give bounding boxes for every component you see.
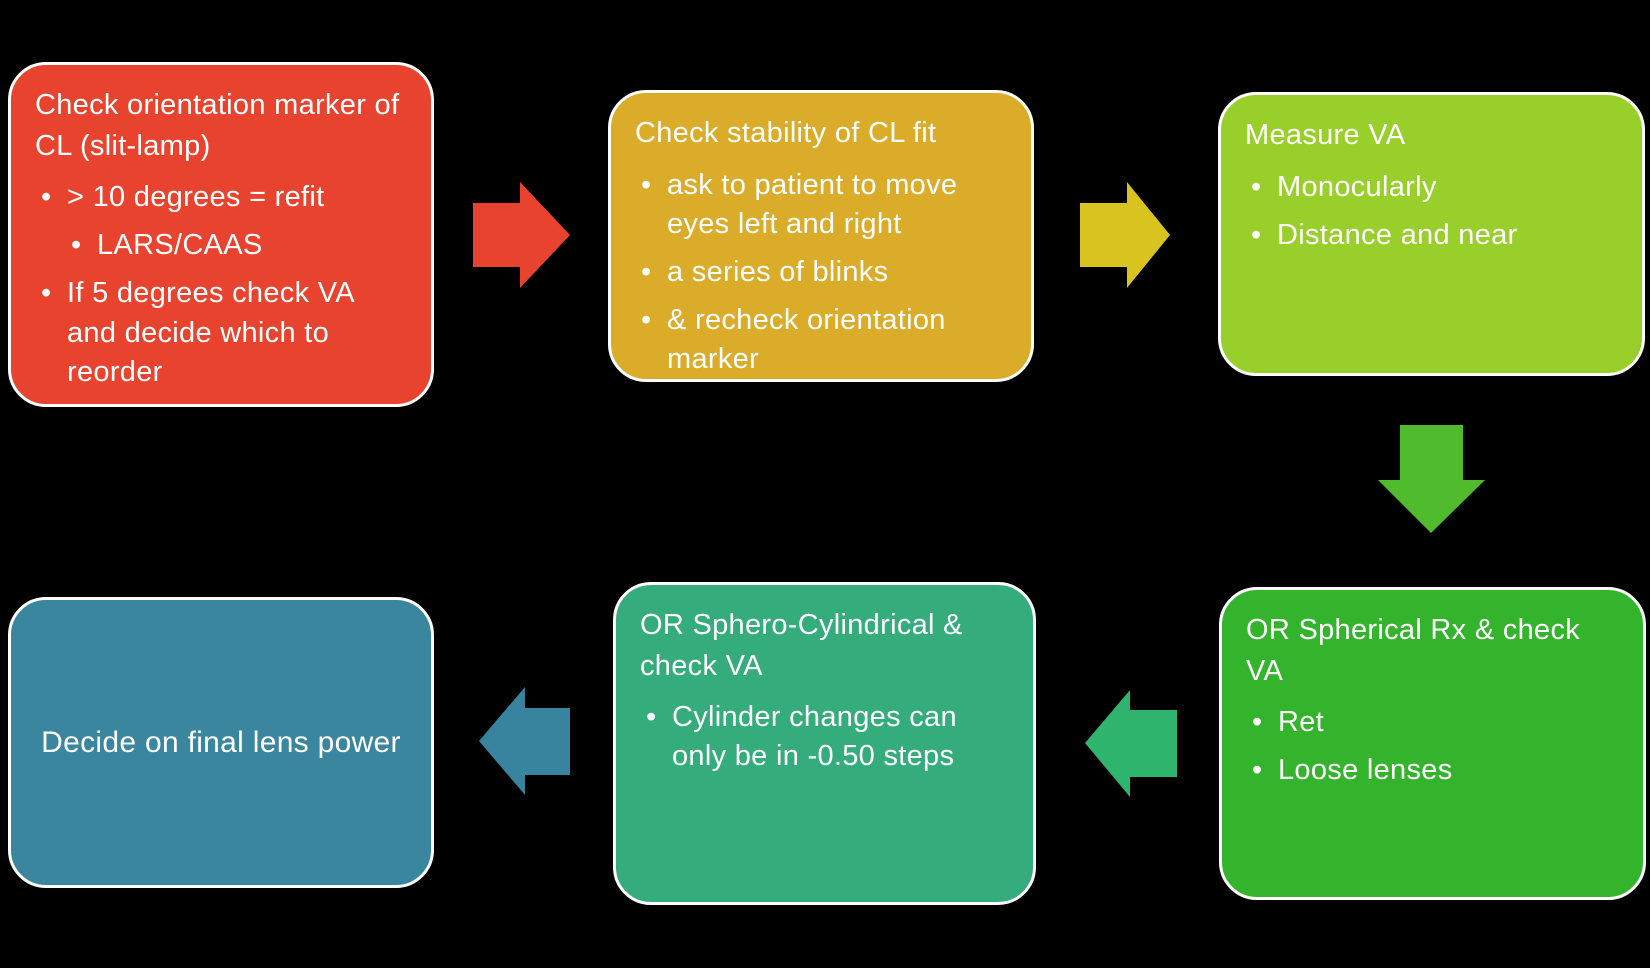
bullet-item: > 10 degrees = refit bbox=[35, 178, 407, 217]
flow-box-sphero-cylindrical: OR Sphero-Cylindrical & check VA Cylinde… bbox=[613, 582, 1036, 905]
box-title: OR Sphero-Cylindrical & check VA bbox=[640, 609, 963, 682]
bullet-item: & recheck orientation marker bbox=[635, 301, 1007, 379]
box-title: Measure VA bbox=[1245, 119, 1406, 151]
box-title: Decide on final lens power bbox=[41, 725, 401, 759]
flow-box-check-orientation: Check orientation marker of CL (slit-lam… bbox=[8, 62, 434, 407]
bullet-item: Loose lenses bbox=[1246, 751, 1619, 790]
box-title: Check orientation marker of CL (slit-lam… bbox=[35, 89, 400, 162]
arrow-down-icon bbox=[1378, 425, 1485, 533]
arrow-right-shape bbox=[473, 182, 570, 288]
arrow-left-shape bbox=[1085, 690, 1177, 797]
bullet-item-sub: LARS/CAAS bbox=[35, 226, 407, 265]
flow-box-spherical-rx: OR Spherical Rx & check VA Ret Loose len… bbox=[1219, 587, 1646, 900]
arrow-down-shape bbox=[1378, 425, 1485, 533]
bullet-list: ask to patient to move eyes left and rig… bbox=[635, 166, 1007, 380]
arrow-left-icon bbox=[479, 687, 570, 795]
bullet-list: Monocularly Distance and near bbox=[1245, 168, 1618, 255]
flow-box-check-stability: Check stability of CL fit ask to patient… bbox=[608, 90, 1034, 382]
arrow-right-icon bbox=[1080, 182, 1170, 288]
bullet-item: Ret bbox=[1246, 703, 1619, 742]
arrow-right-shape bbox=[1080, 182, 1170, 288]
bullet-list: > 10 degrees = refit LARS/CAAS If 5 degr… bbox=[35, 178, 407, 392]
bullet-item: a series of blinks bbox=[635, 253, 1007, 292]
bullet-item: ask to patient to move eyes left and rig… bbox=[635, 166, 1007, 244]
bullet-item: Monocularly bbox=[1245, 168, 1618, 207]
bullet-list: Ret Loose lenses bbox=[1246, 703, 1619, 790]
bullet-item: Distance and near bbox=[1245, 216, 1618, 255]
flow-box-measure-va: Measure VA Monocularly Distance and near bbox=[1218, 92, 1645, 376]
arrow-left-shape bbox=[479, 687, 570, 795]
bullet-item: Cylinder changes can only be in -0.50 st… bbox=[640, 698, 1009, 776]
arrow-left-icon bbox=[1085, 690, 1177, 797]
arrow-right-icon bbox=[473, 182, 570, 288]
box-title: OR Spherical Rx & check VA bbox=[1246, 614, 1581, 687]
box-title: Check stability of CL fit bbox=[635, 117, 937, 149]
flow-box-decide-final-power: Decide on final lens power bbox=[8, 597, 434, 888]
bullet-list: Cylinder changes can only be in -0.50 st… bbox=[640, 698, 1009, 776]
bullet-item: If 5 degrees check VA and decide which t… bbox=[35, 274, 407, 391]
